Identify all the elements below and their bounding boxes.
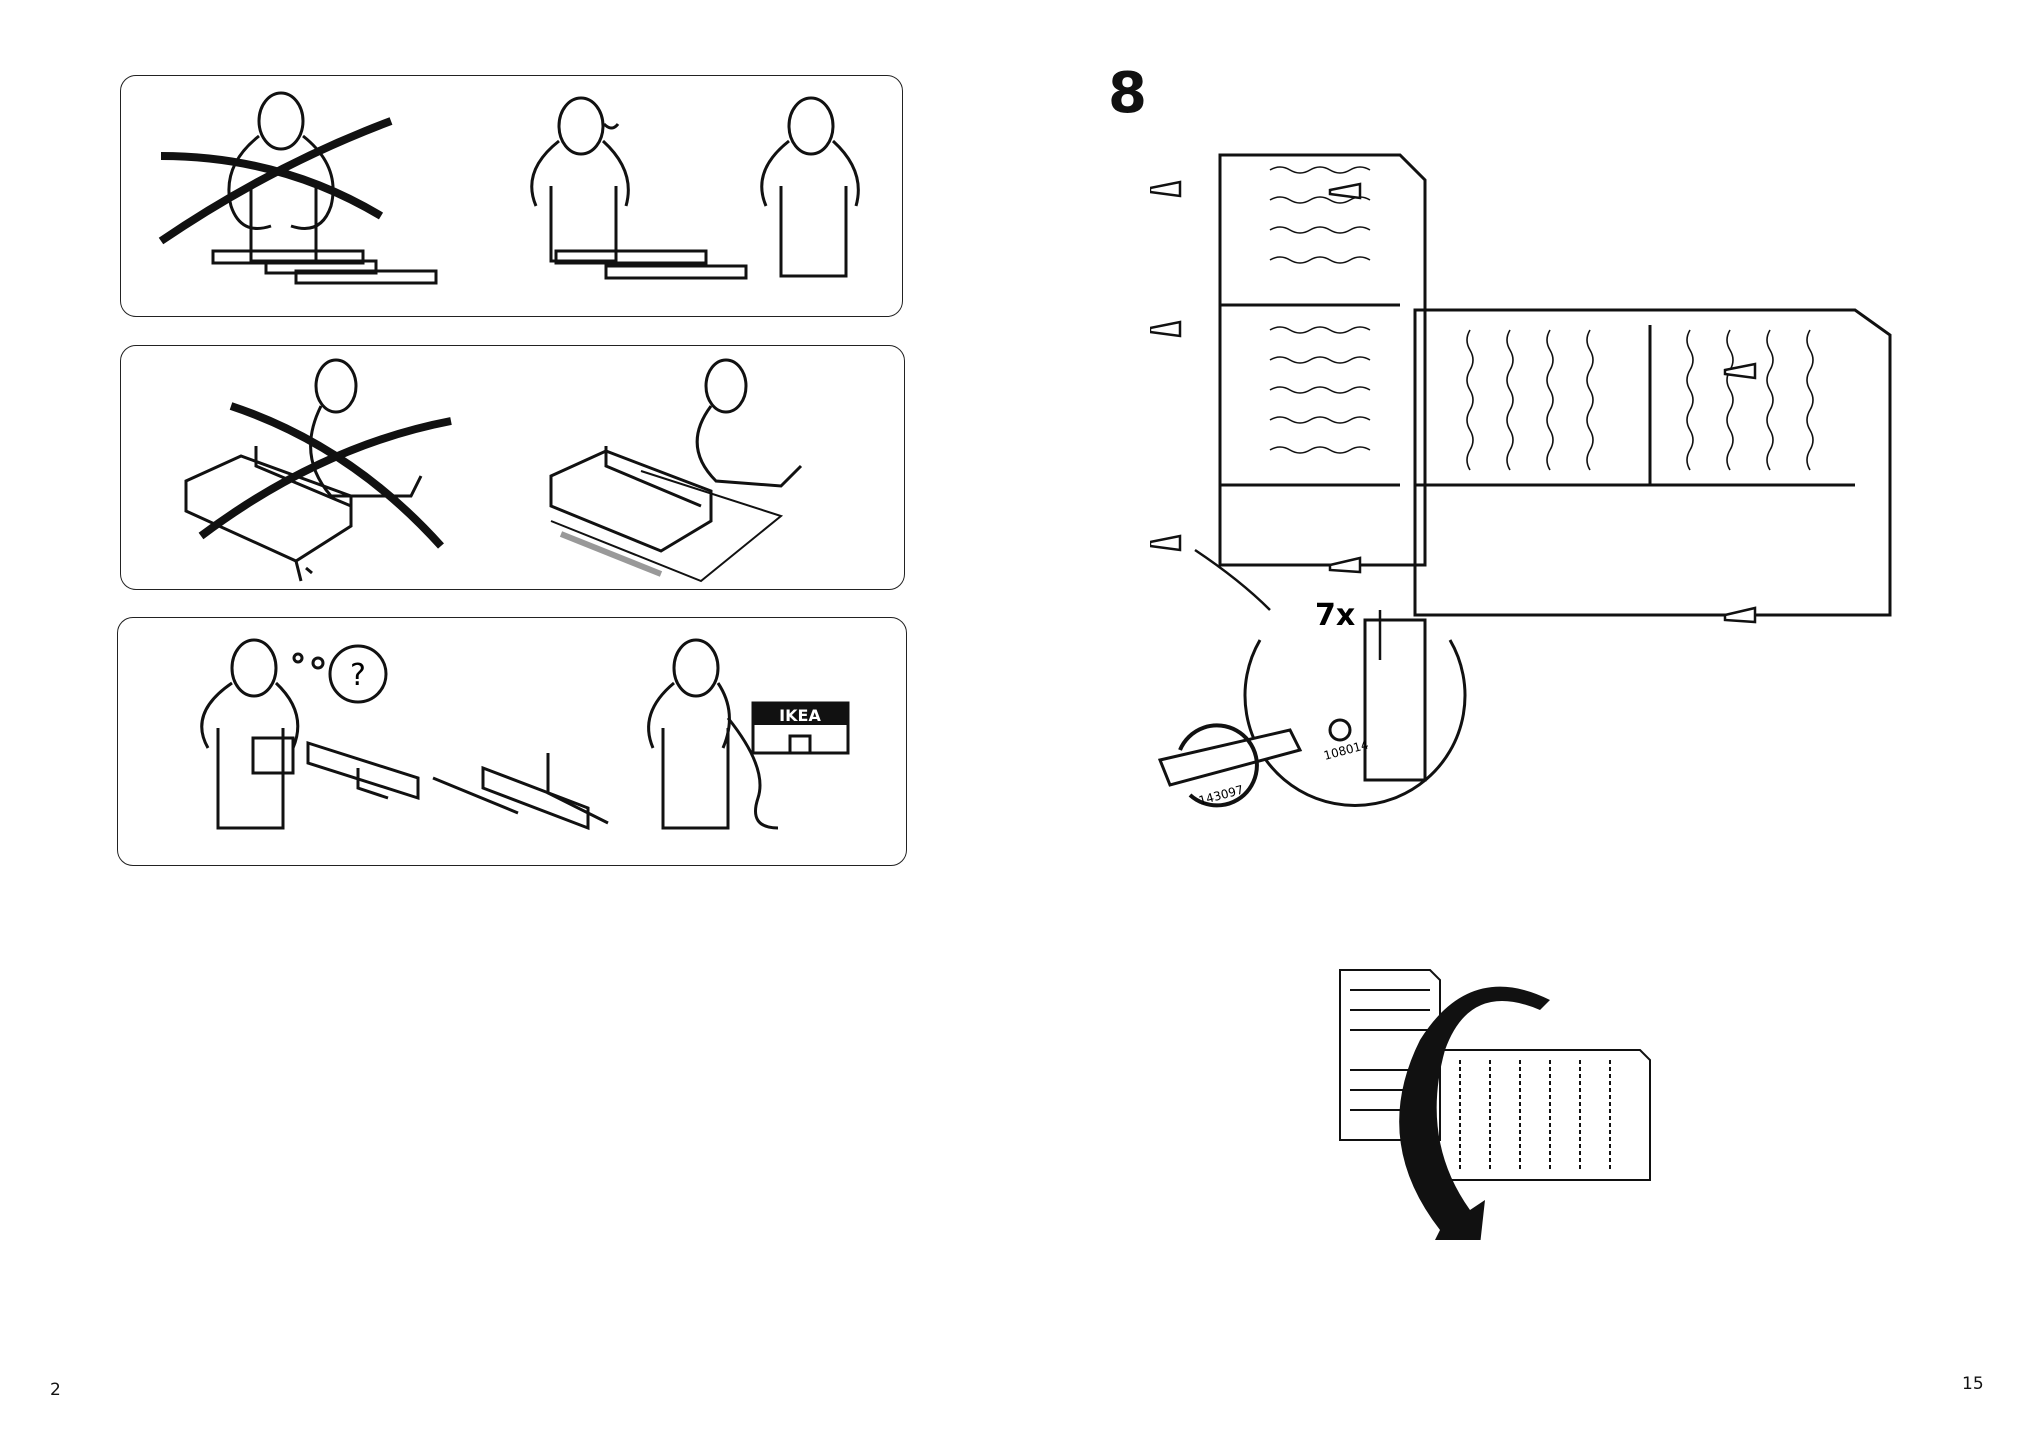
hard-floor-figure [184,358,423,582]
cross-out-icon [158,117,393,245]
step-number: 8 [1108,61,1147,126]
panel-assemble-on-soft-surface [120,345,905,590]
panel-contact-ikea-if-unsure: ? IKEA [117,617,907,866]
flip-arrow-icon [1399,986,1550,1240]
rotate-arrow-icon [1178,723,1259,808]
washer-part [1328,718,1352,742]
sofa-legs [1150,180,1757,624]
page-number-left: 2 [50,1380,61,1400]
two-people-illustration [158,91,860,285]
phone-person-figure [432,638,779,831]
part-number-washer: 108014 [1322,738,1370,763]
flip-sofa-diagram [1339,969,1651,1240]
spring-rows [1269,166,1814,471]
soft-surface-figure [549,358,803,583]
ikea-sign: IKEA [779,706,821,725]
leg-detail-view: 7x 143097 108014 [1157,598,1467,808]
page-number-right: 15 [1962,1374,1984,1394]
confused-person-figure [200,638,420,830]
soft-surface-illustration [184,358,803,583]
sofa-frame [1218,153,1892,617]
small-sofa-frame [1339,969,1651,1181]
question-mark: ? [350,658,366,693]
sofa-underside-diagram [1150,153,1892,660]
panel-assemble-with-two-people [120,75,903,317]
two-person-figures [530,96,860,280]
call-ikea-illustration: ? IKEA [200,638,850,831]
detail-callout [1194,548,1382,660]
ikea-store-icon: IKEA [751,701,850,755]
single-person-figure [211,91,438,285]
quantity-label: 7x [1315,598,1355,633]
cross-out-icon [198,402,452,549]
